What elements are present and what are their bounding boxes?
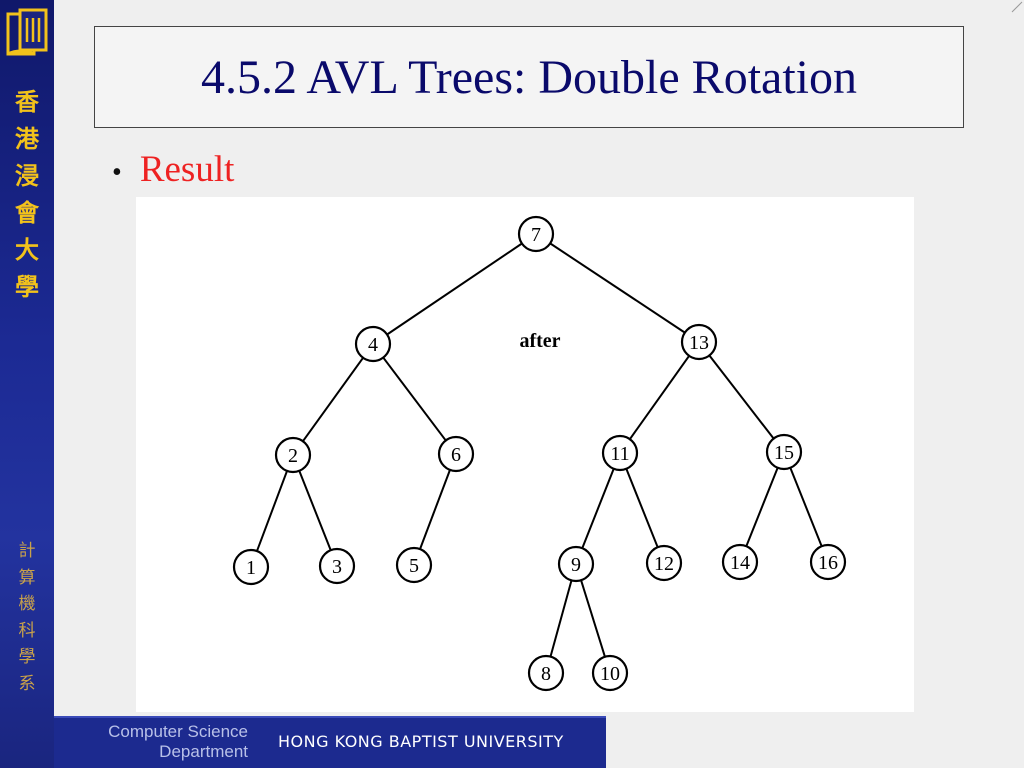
department-char: 計 bbox=[18, 541, 36, 561]
tree-node-label: 16 bbox=[818, 552, 838, 574]
tree-node-circle bbox=[601, 434, 639, 472]
tree-edge bbox=[580, 579, 606, 658]
tree-node-16: 16 bbox=[809, 543, 847, 581]
tree-node-circle bbox=[527, 654, 565, 692]
tree-edge bbox=[386, 242, 523, 336]
bullet-item: • Result bbox=[112, 148, 234, 191]
tree-node-label: 7 bbox=[531, 224, 541, 246]
university-char: 香 bbox=[15, 88, 39, 116]
tree-edge bbox=[419, 469, 451, 550]
department-name-vertical: 計 算 機 科 學 系 bbox=[0, 538, 54, 697]
corner-fold-icon bbox=[1011, 1, 1023, 13]
tree-node-label: 13 bbox=[689, 332, 709, 354]
department-char: 算 bbox=[18, 567, 36, 588]
tree-node-circle bbox=[809, 543, 847, 581]
tree-node-circle bbox=[354, 325, 392, 363]
tree-node-circle bbox=[437, 435, 475, 473]
footer-band: Computer Science Department HONG KONG BA… bbox=[54, 716, 606, 768]
tree-edge bbox=[298, 470, 332, 551]
tree-node-2: 2 bbox=[274, 436, 312, 474]
tree-node-3: 3 bbox=[318, 547, 356, 585]
tree-node-circle bbox=[591, 654, 629, 692]
university-name-vertical: 香 港 浸 會 大 學 bbox=[0, 84, 54, 306]
tree-node-label: 15 bbox=[774, 442, 794, 464]
tree-edges bbox=[256, 242, 823, 658]
tree-node-14: 14 bbox=[721, 543, 759, 581]
tree-node-label: 8 bbox=[541, 663, 551, 685]
tree-node-circle bbox=[765, 433, 803, 471]
university-sidebar: 香 港 浸 會 大 學 計 算 機 科 學 系 bbox=[0, 0, 54, 768]
tree-node-label: 2 bbox=[288, 445, 298, 467]
university-char: 港 bbox=[15, 125, 39, 153]
tree-node-label: 1 bbox=[246, 557, 256, 579]
tree-node-circle bbox=[232, 548, 270, 586]
after-annotation: after bbox=[519, 330, 560, 352]
footer-department-line1: Computer Science bbox=[108, 722, 248, 741]
tree-node-label: 11 bbox=[610, 443, 629, 465]
tree-edge bbox=[302, 357, 364, 442]
department-char: 機 bbox=[18, 594, 36, 614]
department-char: 系 bbox=[18, 673, 36, 694]
tree-node-10: 10 bbox=[591, 654, 629, 692]
tree-node-label: 14 bbox=[730, 552, 750, 574]
tree-node-label: 10 bbox=[600, 663, 620, 685]
tree-node-circle bbox=[557, 545, 595, 583]
tree-node-label: 6 bbox=[451, 444, 461, 466]
tree-node-9: 9 bbox=[557, 545, 595, 583]
tree-node-8: 8 bbox=[527, 654, 565, 692]
university-char: 學 bbox=[15, 273, 39, 301]
tree-node-circle bbox=[395, 546, 433, 584]
tree-node-15: 15 bbox=[765, 433, 803, 471]
tree-node-label: 3 bbox=[332, 556, 342, 578]
tree-edge bbox=[745, 467, 779, 547]
tree-edge bbox=[581, 468, 615, 549]
tree-node-circle bbox=[318, 547, 356, 585]
tree-edge bbox=[382, 356, 447, 442]
book-logo-icon bbox=[6, 8, 48, 56]
tree-node-6: 6 bbox=[437, 435, 475, 473]
tree-node-circle bbox=[274, 436, 312, 474]
university-char: 會 bbox=[15, 199, 39, 227]
tree-node-label: 9 bbox=[571, 554, 581, 576]
tree-edge bbox=[625, 468, 659, 548]
tree-edge bbox=[549, 242, 686, 334]
tree-edge bbox=[629, 355, 690, 440]
tree-node-circle bbox=[517, 215, 555, 253]
tree-node-7: 7 bbox=[517, 215, 555, 253]
tree-edge bbox=[549, 580, 573, 657]
university-char: 大 bbox=[15, 236, 39, 264]
department-char: 科 bbox=[18, 620, 36, 641]
footer-department-line2: Department bbox=[159, 742, 248, 761]
tree-edge bbox=[708, 354, 775, 440]
tree-edge bbox=[256, 470, 288, 552]
tree-node-label: 12 bbox=[654, 553, 674, 575]
footer-department: Computer Science Department bbox=[64, 722, 248, 762]
tree-node-circle bbox=[680, 323, 718, 361]
bullet-dot-icon: • bbox=[112, 157, 122, 188]
tree-node-circle bbox=[721, 543, 759, 581]
tree-node-12: 12 bbox=[645, 544, 683, 582]
slide-title: 4.5.2 AVL Trees: Double Rotation bbox=[200, 50, 858, 104]
tree-node-1: 1 bbox=[232, 548, 270, 586]
tree-node-4: 4 bbox=[354, 325, 392, 363]
bullet-text: Result bbox=[139, 149, 235, 190]
tree-node-circle bbox=[645, 544, 683, 582]
university-char: 浸 bbox=[15, 162, 39, 190]
department-char: 學 bbox=[18, 647, 36, 667]
tree-node-5: 5 bbox=[395, 546, 433, 584]
tree-node-13: 13 bbox=[680, 323, 718, 361]
title-box: 4.5.2 AVL Trees: Double Rotation bbox=[94, 26, 964, 128]
tree-node-label: 4 bbox=[368, 334, 378, 356]
tree-node-label: 5 bbox=[409, 555, 419, 577]
tree-node-11: 11 bbox=[601, 434, 639, 472]
tree-edge bbox=[789, 467, 823, 547]
footer-university: HONG KONG BAPTIST UNIVERSITY bbox=[278, 732, 564, 751]
